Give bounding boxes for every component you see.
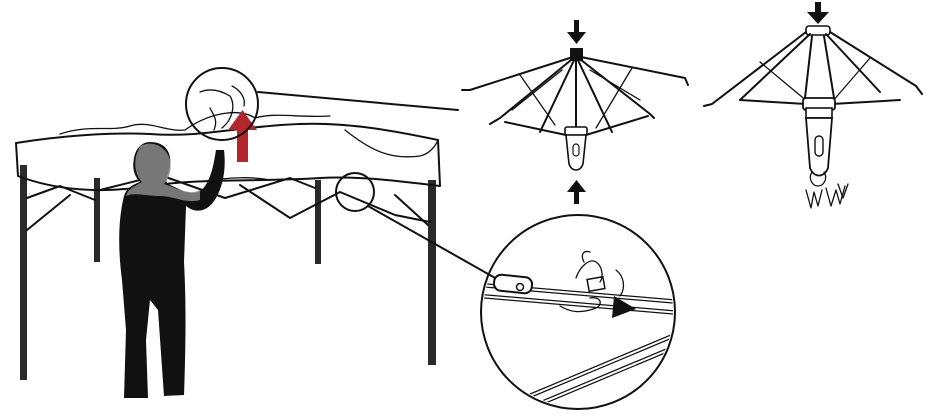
bottom-hub [564,126,588,171]
bottom-hub-locked [802,97,836,187]
zoom-connector-line-top [257,91,459,111]
down-arrow-icon [807,2,829,24]
truss-bar-left [26,185,96,201]
canopy-setup-panel [15,67,676,410]
hub-locked-panel [703,2,923,209]
frame-leg-back-right [315,180,321,264]
truss-bar-front [239,184,431,223]
frame-leg-back-left [94,178,100,262]
up-arrow-icon [567,180,586,204]
red-up-arrow-icon [228,110,257,162]
top-hub-cap [805,25,831,36]
truss-zoom-circle [335,172,505,284]
top-hub-zoom-circle [185,67,459,141]
frame-leg-front-left [20,165,27,380]
down-arrow-icon [567,20,586,44]
frame-brace-left [26,194,71,231]
hub-ribs-closed [703,25,923,107]
click-sound-icon [805,183,849,209]
top-hub-cap [570,48,583,61]
truss-lock-detail [480,214,676,410]
frame-leg-front-right [428,180,436,365]
canopy-truss [26,174,431,223]
zoom-connector-line-bottom [367,205,505,284]
hub-ribs-open [461,55,689,136]
canopy-fabric [15,112,441,192]
direction-arrow-icon [612,296,636,318]
hub-push-together-panel [461,20,689,204]
person-silhouette-icon [119,142,225,398]
